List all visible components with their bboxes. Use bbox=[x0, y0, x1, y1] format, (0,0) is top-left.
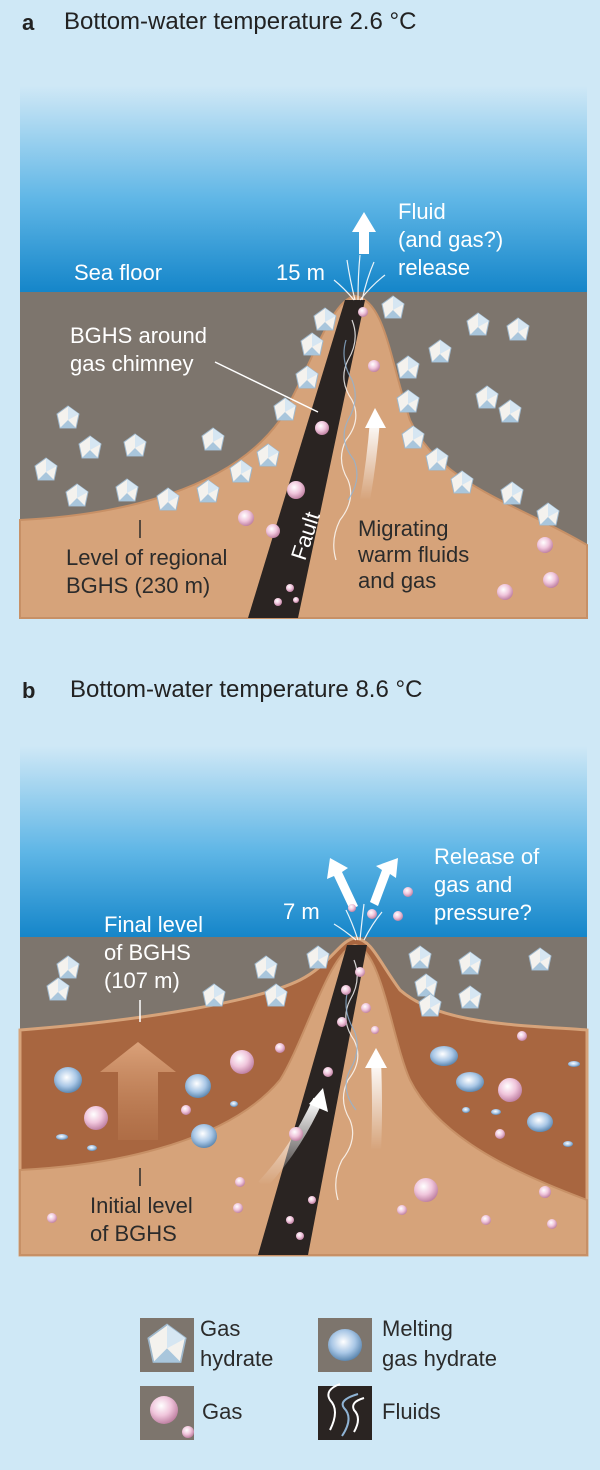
panel-a-release-arrow bbox=[352, 212, 376, 254]
panel-b-rise-arrow bbox=[100, 1042, 176, 1140]
fluid-release-label-1: Fluid bbox=[398, 199, 446, 224]
panel-b-letter: b bbox=[22, 678, 36, 703]
migrating-label-3: and gas bbox=[358, 568, 437, 593]
legend-gas-icon bbox=[150, 1396, 178, 1424]
final-bghs-label-2: of BGHS bbox=[104, 940, 191, 965]
panel-b-scene bbox=[18, 746, 589, 1257]
sea-floor-label: Sea floor bbox=[74, 260, 163, 285]
panel-b-release-arrows bbox=[327, 858, 398, 910]
migrating-label-1: Migrating bbox=[358, 516, 449, 541]
panel-a-scene bbox=[19, 86, 588, 619]
legend-fluids-label: Fluids bbox=[382, 1399, 441, 1424]
fluid-release-label-2: (and gas?) bbox=[398, 227, 504, 252]
legend-gas-hydrate-label-1: Gas bbox=[200, 1316, 241, 1341]
bghs-chimney-label-1: BGHS around bbox=[70, 323, 207, 348]
panel-a-letter: a bbox=[22, 10, 35, 35]
initial-bghs-label-2: of BGHS bbox=[90, 1221, 177, 1246]
panel-a-gas bbox=[238, 307, 559, 606]
regional-bghs-label-1: Level of regional bbox=[66, 545, 228, 570]
release-label-1: Release of bbox=[434, 844, 540, 869]
panel-a-fault bbox=[248, 300, 365, 618]
legend-gas-hydrate-label-2: hydrate bbox=[200, 1346, 274, 1371]
regional-bghs-label-2: BGHS (230 m) bbox=[66, 573, 211, 598]
final-bghs-label-3: (107 m) bbox=[104, 968, 180, 993]
panel-a-depth-label: 15 m bbox=[276, 260, 325, 285]
panel-b-title: Bottom-water temperature 8.6 °C bbox=[70, 676, 423, 703]
initial-bghs-label-1: Initial level bbox=[90, 1193, 193, 1218]
panel-b-depth-label: 7 m bbox=[283, 899, 320, 924]
legend-melting-icon bbox=[328, 1329, 362, 1361]
legend-gas-label: Gas bbox=[202, 1399, 243, 1424]
release-label-2: gas and bbox=[434, 872, 513, 897]
bghs-chimney-label-2: gas chimney bbox=[70, 351, 194, 376]
panel-a-title: Bottom-water temperature 2.6 °C bbox=[64, 8, 417, 35]
final-bghs-label-1: Final level bbox=[104, 912, 204, 937]
legend-melting-label-2: gas hydrate bbox=[382, 1346, 497, 1371]
panel-b-melting bbox=[54, 1046, 580, 1151]
release-label-3: pressure? bbox=[434, 900, 532, 925]
panel-b-water bbox=[20, 746, 587, 938]
panel-a-water bbox=[20, 86, 587, 293]
legend-symbols bbox=[140, 1318, 372, 1440]
legend-fluids-icon bbox=[327, 1383, 365, 1437]
fluid-release-label-3: release bbox=[398, 255, 471, 280]
legend-melting-label-1: Melting bbox=[382, 1316, 453, 1341]
panel-a-fluid-streaks bbox=[333, 254, 386, 301]
migrating-label-2: warm fluids bbox=[358, 542, 470, 567]
panel-b-gas bbox=[47, 887, 557, 1240]
